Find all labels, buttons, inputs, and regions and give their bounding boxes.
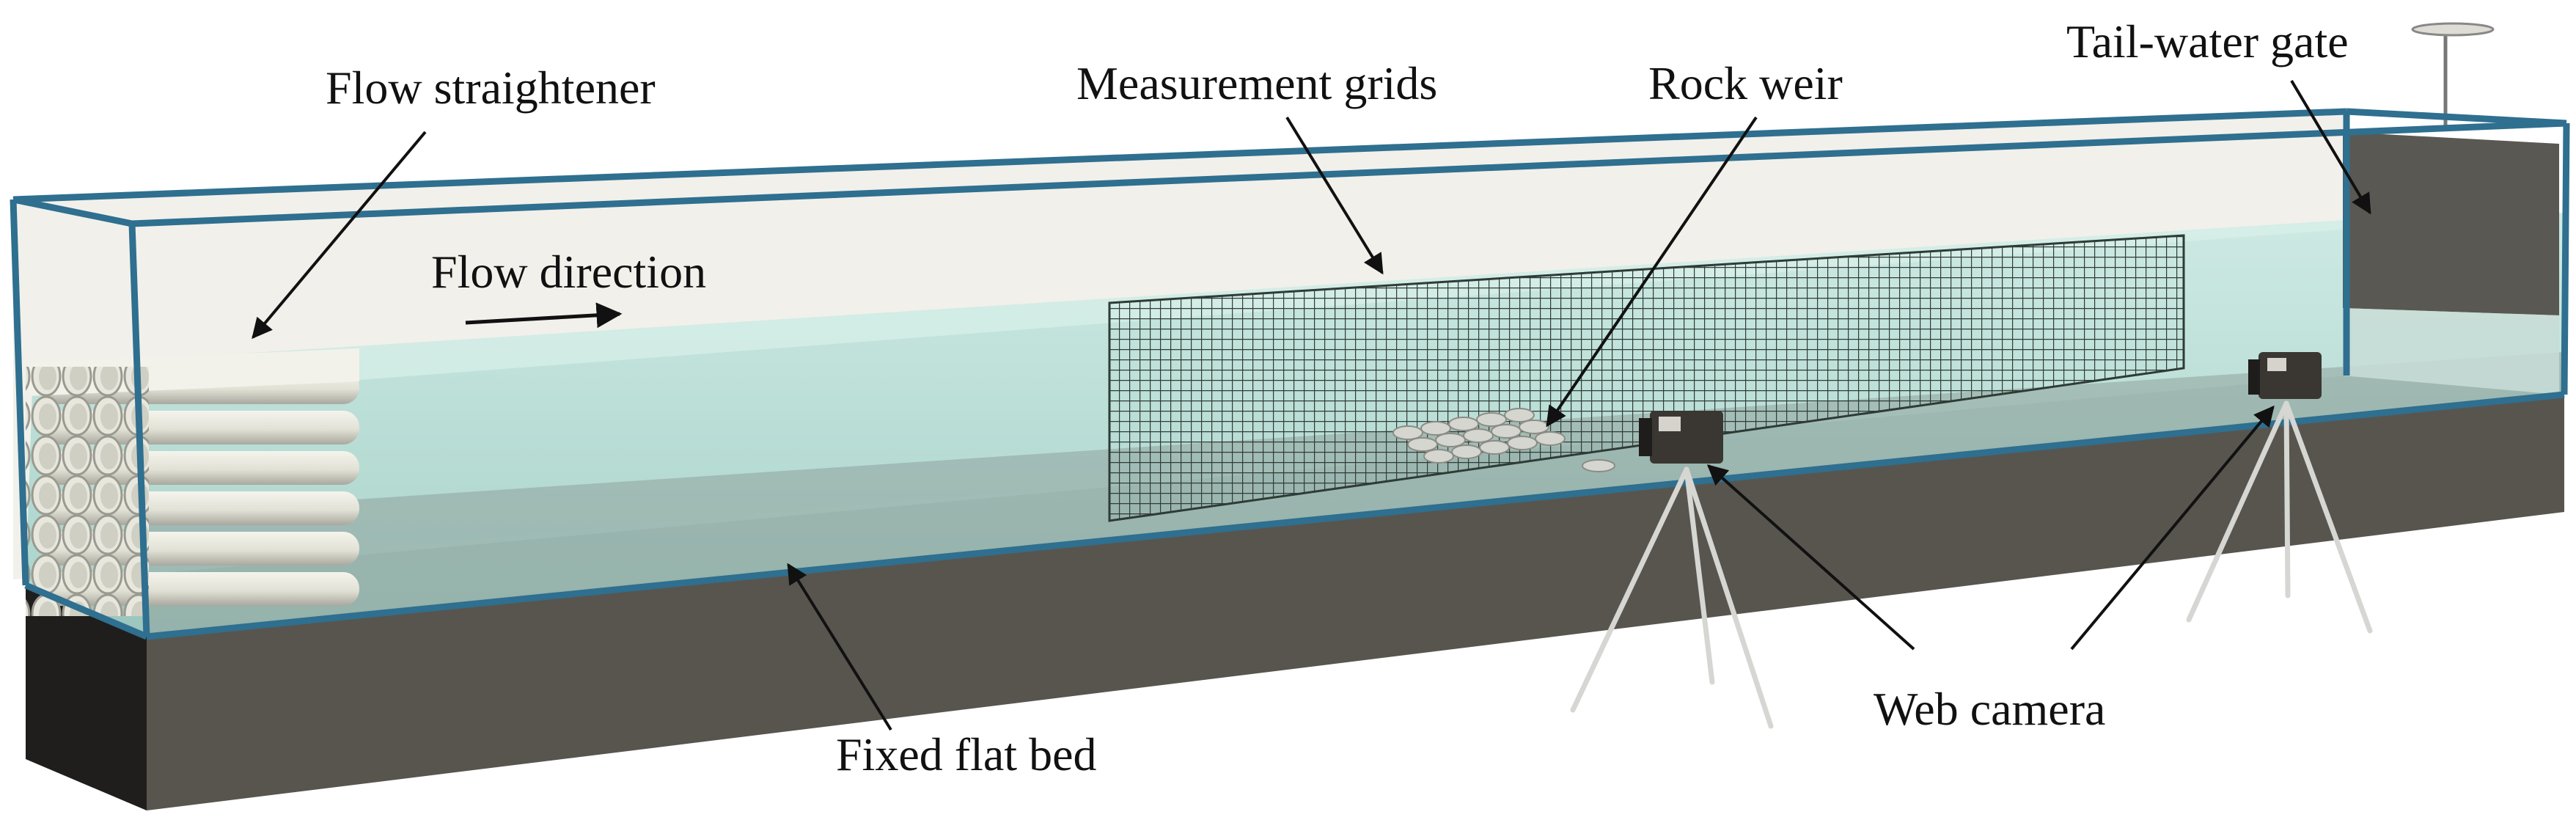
web-camera-1 (1570, 411, 1774, 729)
leader-measurement-grids (1285, 116, 1384, 275)
gate-plate (2343, 132, 2559, 315)
web-camera-icon (2248, 352, 2322, 399)
channel-bed-shadow (147, 352, 2564, 637)
leader-flow-straightener (252, 131, 427, 340)
flow-straightener (26, 348, 359, 616)
label-flow-direction: Flow direction (431, 246, 706, 298)
pipe-ends (26, 367, 149, 616)
label-fixed-flat-bed: Fixed flat bed (836, 728, 1096, 780)
rock-weir (1392, 408, 1615, 472)
gate-lower-glass (2343, 308, 2559, 395)
base-left-face (26, 585, 147, 810)
label-tail-water-gate: Tail-water gate (2066, 15, 2349, 67)
labels: Flow straightener Measurement grids Rock… (326, 15, 2349, 780)
label-flow-straightener: Flow straightener (326, 62, 656, 114)
gate-handwheel (2411, 22, 2495, 37)
web-camera-icon (1639, 411, 1723, 464)
label-rock-weir: Rock weir (1648, 57, 1843, 109)
flow-direction-arrow-icon (465, 302, 623, 329)
leader-tail-water-gate (2290, 79, 2371, 215)
leader-web-camera-2 (2070, 405, 2275, 651)
flume-frame (10, 108, 2570, 640)
label-measurement-grids: Measurement grids (1076, 57, 1437, 109)
tail-water-gate (2343, 22, 2559, 395)
leader-fixed-flat-bed (787, 563, 892, 731)
web-camera-2 (2186, 352, 2373, 634)
tripod-2 (2186, 400, 2373, 634)
leader-rock-weir (1546, 116, 1758, 428)
label-web-camera: Web camera (1874, 683, 2105, 735)
leader-lines (252, 79, 2371, 731)
base-front-face (147, 395, 2564, 810)
leader-web-camera-1 (1706, 464, 1915, 651)
tripod-1 (1570, 466, 1774, 729)
measurement-grid (1108, 234, 2185, 522)
